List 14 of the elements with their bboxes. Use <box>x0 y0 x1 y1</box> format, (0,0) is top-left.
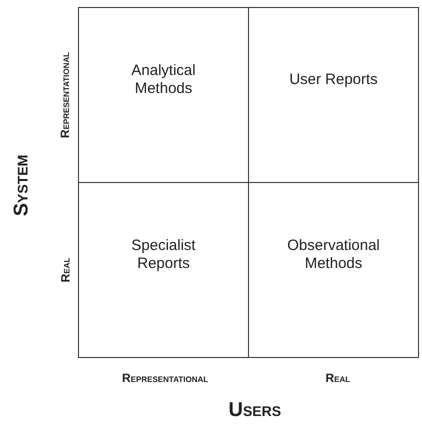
axis-label: Representational <box>122 371 208 385</box>
quadrant-label: Analytical Methods <box>130 62 197 98</box>
quadrant-label: Observational Methods <box>286 237 381 273</box>
quadrant-box <box>78 7 249 183</box>
axis-title: System <box>10 154 34 216</box>
quadrant-box <box>248 7 419 183</box>
quadrant-box <box>78 182 249 358</box>
quadrant-label: User Reports <box>288 71 379 89</box>
axis-label: Representational <box>58 52 72 138</box>
axis-label: Real <box>58 258 72 282</box>
quadrant-box <box>248 182 419 358</box>
quadrant-label: Specialist Reports <box>130 237 197 273</box>
axis-title: Users <box>228 398 282 422</box>
axis-label: Real <box>326 371 350 385</box>
